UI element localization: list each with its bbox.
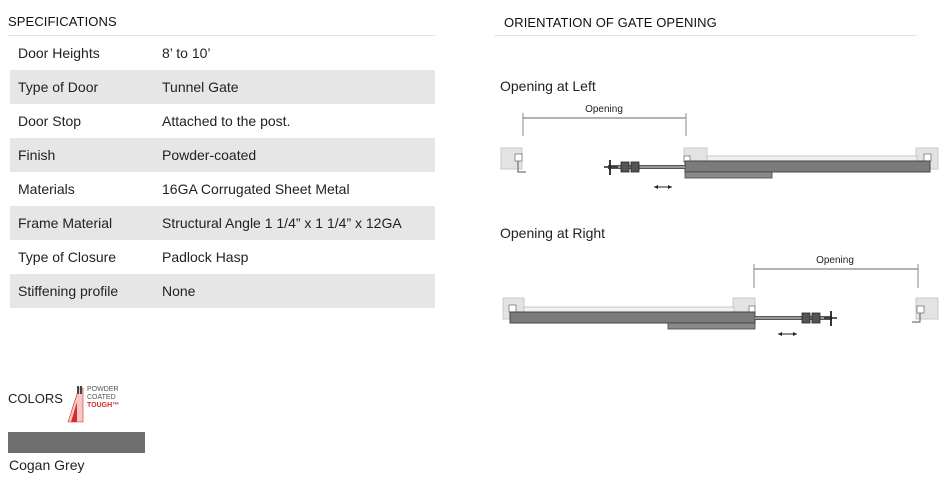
logo-line: TOUGH™ [87,402,120,409]
spec-label: Door Heights [18,45,100,61]
right-post [915,297,939,320]
specifications-title: SPECIFICATIONS [8,14,117,29]
specifications-table: Door Heights 8’ to 10’ Type of Door Tunn… [10,36,435,308]
middle-post-bracket [748,305,756,313]
orientation-title: ORIENTATION OF GATE OPENING [504,15,717,30]
left-post-bracket [514,153,523,162]
spec-value: Structural Angle 1 1/4” x 1 1/4” x 12GA [162,215,402,231]
spec-label: Materials [18,181,75,197]
spec-row-type-of-door: Type of Door Tunnel Gate [10,70,435,104]
spec-label: Type of Door [18,79,99,95]
orientation-divider [494,35,917,36]
right-post-bracket [916,305,925,314]
logo-line: POWDER [87,386,119,393]
right-post-hook [912,313,921,323]
spec-label: Door Stop [18,113,82,129]
gate-panel [684,160,931,173]
color-swatch-cogan-grey [8,432,145,453]
spec-value: Tunnel Gate [162,79,239,95]
powder-coated-logo-icon [67,386,84,423]
spec-label: Frame Material [18,215,113,231]
spec-value: None [162,283,196,299]
gate-lower-rail [667,322,756,330]
gate-diagram-opening-left: Opening [500,104,939,189]
spec-label: Finish [18,147,56,163]
dimension-label: Opening [816,255,854,266]
spec-row-finish: Finish Powder-coated [10,138,435,172]
slide-direction-arrowheads [778,332,797,336]
latch-clip [811,312,821,324]
gate-lower-rail [684,171,773,179]
spec-label: Type of Closure [18,249,117,265]
powder-coated-tough-logo: POWDER COATED TOUGH™ [65,386,135,426]
spec-label: Stiffening profile [18,283,119,299]
spec-row-stiffening-profile: Stiffening profile None [10,274,435,308]
right-post-bracket [923,153,932,162]
spec-row-type-of-closure: Type of Closure Padlock Hasp [10,240,435,274]
specifications-divider [8,35,435,36]
gate-panel [509,311,756,324]
dimension-label: Opening [585,104,623,115]
opening-right-label: Opening at Right [500,225,606,241]
spec-value: Powder-coated [162,147,257,163]
spec-value: 16GA Corrugated Sheet Metal [162,181,350,197]
spec-value: Padlock Hasp [162,249,249,265]
fence-rail [523,306,735,313]
spec-row-frame-material: Frame Material Structural Angle 1 1/4” x… [10,206,435,240]
spec-value: 8’ to 10’ [162,45,211,61]
logo-line: COATED [87,394,116,401]
latch-clip [630,161,640,173]
colors-title: COLORS [8,391,63,406]
gate-diagram-opening-right: Opening [502,255,939,336]
left-post-hook [517,161,526,173]
latch-clip [620,161,630,173]
slide-direction-arrowheads [654,185,672,189]
fence-rail [706,155,918,162]
logo-text: POWDER COATED TOUGH™ [87,386,119,410]
left-post-bracket [508,304,517,313]
spec-row-door-heights: Door Heights 8’ to 10’ [10,36,435,70]
color-swatch-name: Cogan Grey [9,457,85,473]
spec-row-door-stop: Door Stop Attached to the post. [10,104,435,138]
spec-value: Attached to the post. [162,113,291,129]
opening-left-label: Opening at Left [500,78,596,94]
spec-row-materials: Materials 16GA Corrugated Sheet Metal [10,172,435,206]
latch-clip [801,312,811,324]
